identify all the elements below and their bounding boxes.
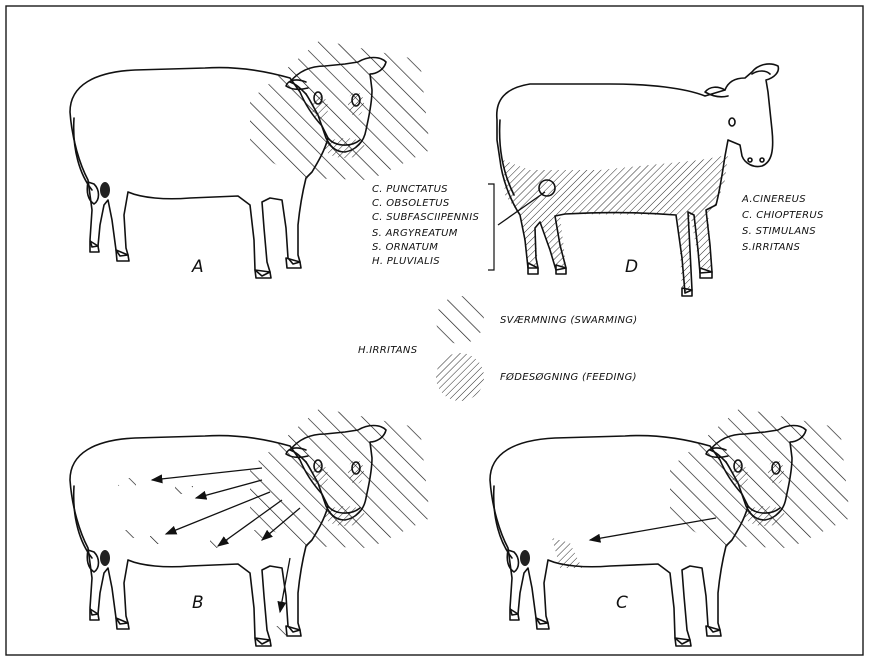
feeding-zone-d-belly [503, 155, 728, 292]
arrow-b-6 [280, 558, 290, 612]
species-left-4: S. ARGYREATUM [372, 228, 458, 239]
species-left-3: C. SUBFASCIIPENNIS [372, 212, 479, 223]
swarming-zone-a [250, 40, 430, 180]
arrow-b-1 [152, 468, 262, 480]
species-right-2: C. CHIOPTERUS [742, 210, 824, 221]
species-right-3: S. STIMULANS [742, 226, 816, 237]
panel-letter-a: A [191, 257, 204, 277]
feeding-zone-a-muzzle [325, 138, 365, 158]
legend-swarming-swatch [436, 296, 484, 344]
species-bracket [488, 184, 494, 270]
panel-letter-c: C [616, 593, 628, 613]
panel-letter-d: D [625, 257, 638, 277]
legend-swarming-label: SVÆRMNING (SWARMING) [500, 315, 637, 326]
feeding-zone-b-eye [312, 464, 328, 488]
legend-feeding-label: FØDESØGNING (FEEDING) [500, 371, 637, 383]
tail-spot-c [520, 550, 530, 566]
swarming-zone-c [670, 408, 850, 548]
feeding-zone-b-muzzle [325, 506, 365, 526]
species-right-4: S.IRRITANS [742, 242, 801, 253]
feeding-zone-c-muzzle [745, 506, 785, 526]
feeding-zone-b-eye-2 [348, 460, 364, 484]
legend: H.IRRITANS SVÆRMNING (SWARMING) FØDESØGN… [358, 296, 637, 401]
figure-border [6, 6, 863, 655]
legend-feeding-swatch [436, 353, 484, 401]
panel-c: C [490, 408, 850, 646]
panel-d: D [497, 64, 779, 296]
species-list-right: A.CINEREUS C. CHIOPTERUS S. STIMULANS S.… [741, 194, 824, 253]
feeding-zone-a-eye-2 [348, 92, 364, 116]
species-left-6: H. PLUVIALIS [372, 256, 440, 267]
swarm-patch-b-7 [272, 626, 286, 638]
panel-b: B [70, 408, 430, 646]
species-left-1: C. PUNCTATUS [372, 184, 448, 195]
swarm-patch-b-4 [150, 536, 168, 544]
panel-letter-b: B [192, 593, 204, 613]
feeding-zone-c-eye-2 [768, 460, 784, 484]
swarm-patch-b-1 [118, 478, 136, 486]
swarm-patch-b-3 [122, 530, 140, 538]
tail-spot-b [100, 550, 110, 566]
swarm-patch-b-2 [175, 486, 193, 494]
species-right-1: A.CINEREUS [741, 194, 806, 205]
species-left-2: C. OBSOLETUS [372, 198, 450, 209]
species-left-5: S. ORNATUM [372, 242, 438, 253]
tail-spot-a [100, 182, 110, 198]
legend-species: H.IRRITANS [358, 345, 418, 356]
feeding-zone-c-eye [732, 464, 748, 488]
species-list-left: C. PUNCTATUS C. OBSOLETUS C. SUBFASCIIPE… [372, 184, 494, 270]
feeding-zone-a-eye [312, 96, 328, 120]
